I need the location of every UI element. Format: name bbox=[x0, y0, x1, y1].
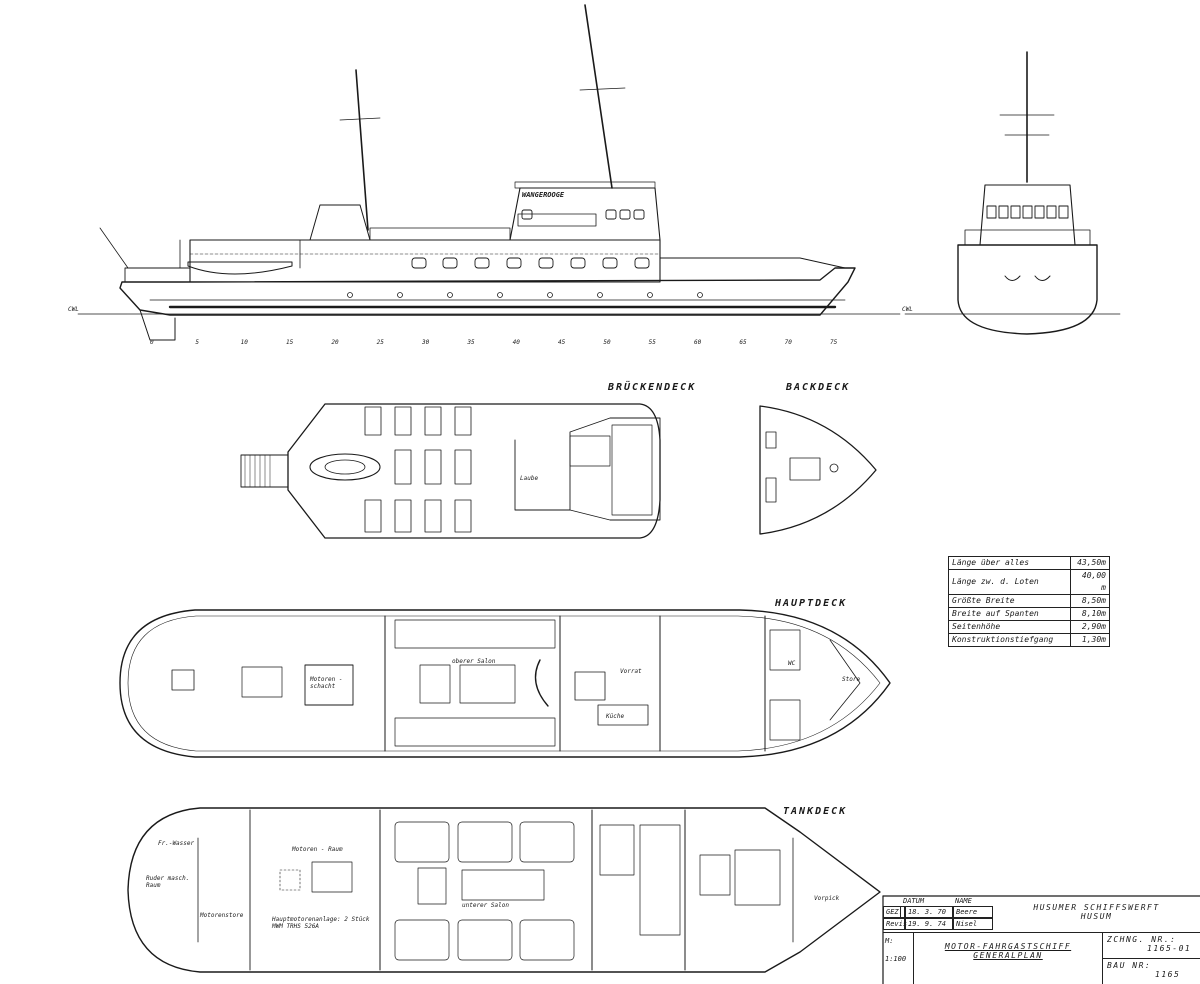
title-block: DATUM NAME GEZ. 18. 3. 70 Beere Revis. 1… bbox=[883, 896, 1200, 984]
hull-scuttles bbox=[347, 292, 703, 298]
portholes bbox=[411, 209, 650, 269]
frame-number: 60 bbox=[694, 339, 702, 346]
dimension-label: Länge über alles bbox=[948, 556, 1071, 570]
build-no: 1165 bbox=[1155, 970, 1181, 979]
frame-number: 20 bbox=[331, 339, 339, 346]
funnel bbox=[309, 204, 371, 241]
lower-salon-label: unterer Salon bbox=[462, 902, 509, 909]
lifeboat bbox=[187, 261, 293, 275]
frame-number: 45 bbox=[558, 339, 566, 346]
dimension-value: 1,30m bbox=[1070, 633, 1110, 647]
galley-label: Küche bbox=[606, 713, 625, 720]
tank-deck-plan bbox=[127, 807, 881, 973]
bridge-deck-outline bbox=[287, 403, 661, 539]
yard-name: HUSUMER SCHIFFSWERFT bbox=[1033, 903, 1160, 912]
dimension-label: Breite auf Spanten bbox=[948, 607, 1071, 621]
frame-number: 75 bbox=[830, 339, 838, 346]
lower-salon-seating bbox=[394, 821, 575, 961]
dimension-label: Größte Breite bbox=[948, 594, 1071, 608]
scale-label: M: bbox=[885, 937, 894, 945]
engine-room-label: Motoren - Raum bbox=[292, 846, 343, 853]
fore-deck-outline bbox=[759, 405, 877, 535]
waterline-label-left: CWL bbox=[68, 306, 79, 313]
dimension-label: Seitenhöhe bbox=[948, 620, 1071, 634]
side-profile-view bbox=[77, 4, 901, 341]
salon-seating bbox=[394, 619, 556, 747]
main-engine-note: Hauptmotorenanlage: 2 Stück MWM TRHS 526… bbox=[272, 916, 370, 930]
fore-store-label: Vorpick bbox=[814, 895, 840, 902]
upper-salon-label: oberer Salon bbox=[452, 658, 496, 665]
main-deck-plan bbox=[119, 609, 891, 758]
dimension-label: Konstruktionstiefgang bbox=[948, 633, 1071, 647]
frame-number: 70 bbox=[784, 339, 792, 346]
waterline-label-right: CWL bbox=[902, 306, 913, 313]
motor-shaft-label: Motoren - schacht bbox=[310, 676, 343, 690]
tank-deck-label: TANKDECK bbox=[783, 806, 848, 817]
frame-number: 40 bbox=[512, 339, 520, 346]
fore-deck-label: BACKDECK bbox=[786, 382, 851, 393]
ship-name-label: WANGEROOGE bbox=[522, 191, 565, 199]
front-view bbox=[904, 51, 1121, 335]
scale-value: 1:100 bbox=[885, 955, 907, 963]
build-no-label: BAU NR: bbox=[1107, 961, 1152, 970]
fore-deck-plan bbox=[759, 405, 877, 535]
lounge-label: Laube bbox=[520, 475, 539, 482]
dimension-value: 2,90m bbox=[1070, 620, 1110, 634]
frame-number: 10 bbox=[240, 339, 248, 346]
bridge-deck-plan bbox=[240, 403, 661, 539]
frame-number: 5 bbox=[195, 339, 199, 346]
row-gez: GEZ. bbox=[883, 906, 905, 918]
frame-number-scale: 0 5 10 15 20 25 30 35 40 45 50 55 60 65 70 75 bbox=[150, 339, 850, 349]
main-deck-label: HAUPTDECK bbox=[775, 598, 848, 609]
yard-city: HUSUM bbox=[1080, 912, 1113, 921]
revised-name: Nisel bbox=[953, 918, 993, 930]
frame-number: 15 bbox=[286, 339, 294, 346]
frame-number: 65 bbox=[739, 339, 747, 346]
provisions-label: Vorrat bbox=[620, 668, 642, 675]
bridge-deck-label: BRÜCKENDECK bbox=[608, 382, 697, 393]
wc-label: WC bbox=[788, 660, 796, 667]
frame-number: 35 bbox=[467, 339, 475, 346]
dimension-value: 40,00 m bbox=[1070, 569, 1110, 595]
frame-number: 25 bbox=[376, 339, 384, 346]
bridge-benches bbox=[364, 406, 472, 533]
frame-number: 55 bbox=[648, 339, 656, 346]
aft-mast bbox=[355, 69, 369, 231]
vessel-type: MOTOR-FAHRGASTSCHIFF bbox=[944, 942, 1072, 951]
gez-date: 18. 3. 70 bbox=[905, 906, 953, 918]
engine-store-label: Motorenstore bbox=[200, 912, 244, 919]
hull-outline bbox=[119, 267, 856, 316]
col-datum: DATUM bbox=[903, 897, 925, 905]
fore-mast bbox=[584, 4, 613, 189]
row-revised: Revis. bbox=[883, 918, 911, 930]
gez-name: Beere bbox=[953, 906, 993, 918]
frame-number: 0 bbox=[150, 339, 154, 346]
dimension-value: 43,50m bbox=[1070, 556, 1110, 570]
drawing-title: GENERALPLAN bbox=[973, 951, 1043, 960]
drawing-no: 1165-01 bbox=[1147, 944, 1192, 953]
frame-number: 30 bbox=[422, 339, 430, 346]
tank-deck-outline bbox=[127, 807, 881, 973]
front-hull bbox=[957, 244, 1098, 335]
dimension-value: 8,10m bbox=[1070, 607, 1110, 621]
frame-number: 50 bbox=[603, 339, 611, 346]
col-name: NAME bbox=[955, 897, 972, 905]
bridge-lifeboat bbox=[309, 453, 381, 481]
revised-date: 19. 9. 74 bbox=[905, 918, 953, 930]
dimension-label: Länge zw. d. Loten bbox=[948, 569, 1071, 595]
store-label: Store bbox=[842, 676, 861, 683]
main-deck-outline bbox=[119, 609, 891, 758]
dimension-value: 8,50m bbox=[1070, 594, 1110, 608]
rudder-room-label: Ruder masch. Raum bbox=[146, 875, 190, 889]
fresh-water-label: Fr.-Wasser bbox=[158, 840, 195, 847]
drawing-no-label: ZCHNG. NR.: bbox=[1107, 935, 1177, 944]
